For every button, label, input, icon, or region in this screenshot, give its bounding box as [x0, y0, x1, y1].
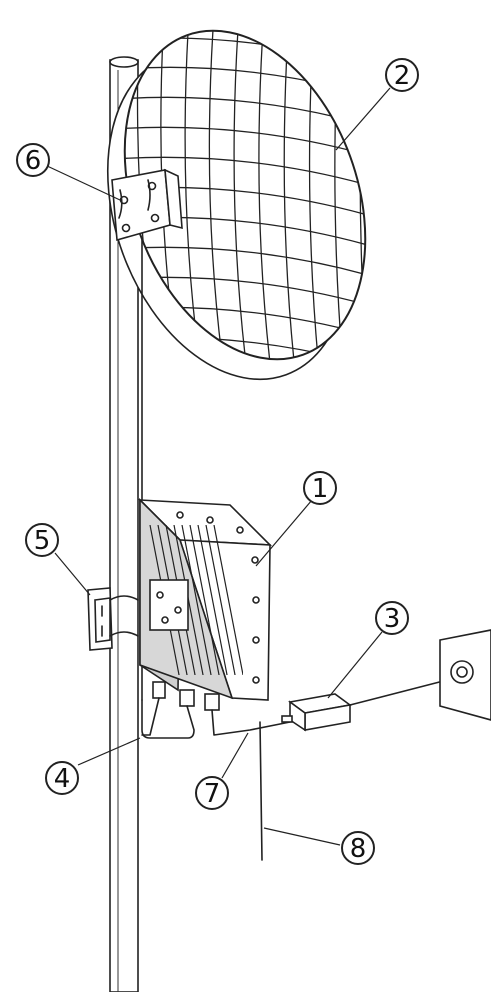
callout-1: 1: [303, 471, 337, 505]
callout-3: 3: [375, 601, 409, 635]
callout-7: 7: [195, 776, 229, 810]
callout-5-label: 5: [34, 526, 51, 556]
callout-8: 8: [341, 831, 375, 865]
callout-7-label: 7: [204, 779, 221, 809]
outdoor-radio-unit: [137, 498, 273, 701]
callout-1-label: 1: [312, 474, 329, 504]
callout-2: 2: [385, 58, 419, 92]
callout-2-label: 2: [394, 61, 411, 91]
ground-wire: [259, 721, 263, 861]
wall-outlet: [439, 629, 491, 721]
callout-6: 6: [16, 143, 50, 177]
callout-8-label: 8: [350, 834, 367, 864]
callout-5: 5: [25, 523, 59, 557]
power-cable: [349, 677, 456, 706]
ethernet-cable: [211, 709, 291, 736]
callout-6-label: 6: [25, 146, 42, 176]
dish-grid: [99, 0, 386, 381]
callout-leaders: [44, 87, 391, 846]
callout-4: 4: [45, 761, 79, 795]
heatsink-fins: [149, 525, 243, 675]
antenna-mounting-bracket: [111, 168, 183, 242]
bottom-connectors: [152, 681, 220, 711]
grounding-cable-loop: [141, 699, 195, 739]
dish-antenna: [99, 0, 386, 381]
callout-3-label: 3: [384, 604, 401, 634]
poe-adapter: [281, 693, 352, 732]
callout-4-label: 4: [54, 764, 71, 794]
pole-mounting-clamp: [87, 587, 139, 651]
grounding-cable: [141, 697, 160, 736]
